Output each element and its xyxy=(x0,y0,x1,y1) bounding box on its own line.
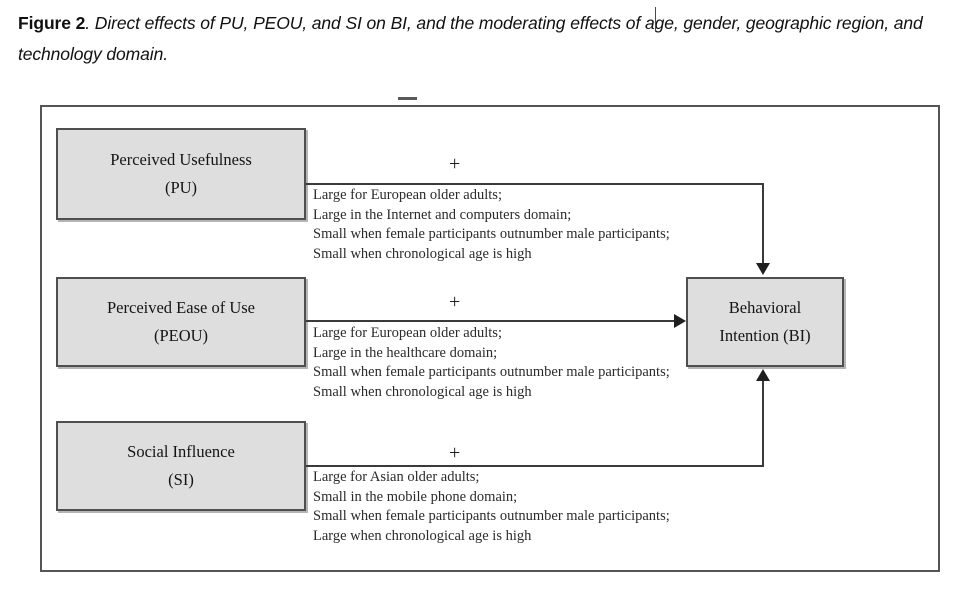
path-sign-pu: + xyxy=(449,153,461,175)
path-sign-peou: + xyxy=(449,291,461,313)
moderators-peou: Large for European older adults; Large i… xyxy=(313,324,670,402)
construct-box-si: Social Influence (SI) xyxy=(56,421,306,511)
moderator-line: Small when female participants outnumber… xyxy=(313,226,670,242)
moderator-line: Large when chronological age is high xyxy=(313,527,532,544)
moderator-line: Large in the healthcare domain; xyxy=(313,344,498,361)
arrowhead-pu-to-bi xyxy=(756,263,770,275)
construct-box-bi-line1: Behavioral xyxy=(728,298,802,317)
connector-si-horizontal xyxy=(306,465,764,467)
construct-box-si-line1: Social Influence xyxy=(127,442,235,461)
arrowhead-si-to-bi xyxy=(756,369,770,381)
arrowhead-peou-to-bi xyxy=(674,314,686,328)
moderator-line: Small in the mobile phone domain; xyxy=(313,488,518,505)
moderators-si: Large for Asian older adults; Small in t… xyxy=(313,468,670,546)
moderators-pu: Large for European older adults; Large i… xyxy=(313,186,670,264)
path-sign-si: + xyxy=(449,442,461,464)
construct-box-bi: Behavioral Intention (BI) xyxy=(686,277,844,367)
moderator-line: Small when female participants outnumber… xyxy=(313,508,670,524)
moderator-line: Large for Asian older adults; xyxy=(313,469,480,485)
construct-box-peou-line1: Perceived Ease of Use xyxy=(107,298,255,317)
connector-si-vertical xyxy=(762,381,764,467)
construct-box-peou-line2: (PEOU) xyxy=(153,326,209,345)
stray-dash-artifact xyxy=(398,97,417,100)
figure-caption-label: Figure 2 xyxy=(18,13,86,33)
construct-box-pu: Perceived Usefulness (PU) xyxy=(56,128,306,220)
connector-pu-vertical xyxy=(762,183,764,263)
moderator-line: Large for European older adults; xyxy=(313,325,502,341)
figure-caption-text: . Direct effects of PU, PEOU, and SI on … xyxy=(18,13,923,64)
construct-box-peou: Perceived Ease of Use (PEOU) xyxy=(56,277,306,367)
construct-box-pu-line1: Perceived Usefulness xyxy=(110,150,252,169)
figure-caption: Figure 2. Direct effects of PU, PEOU, an… xyxy=(18,8,948,70)
moderator-line: Small when chronological age is high xyxy=(313,245,532,262)
moderator-line: Small when chronological age is high xyxy=(313,383,532,400)
construct-box-si-line2: (SI) xyxy=(168,470,194,489)
moderator-line: Large for European older adults; xyxy=(313,187,502,203)
construct-box-pu-line2: (PU) xyxy=(164,178,198,197)
moderator-line: Large in the Internet and computers doma… xyxy=(313,206,572,223)
construct-box-bi-line2: Intention (BI) xyxy=(719,326,811,345)
connector-peou-horizontal xyxy=(306,320,674,322)
text-caret-artifact xyxy=(655,7,656,31)
moderator-line: Small when female participants outnumber… xyxy=(313,364,670,380)
connector-pu-horizontal xyxy=(306,183,764,185)
